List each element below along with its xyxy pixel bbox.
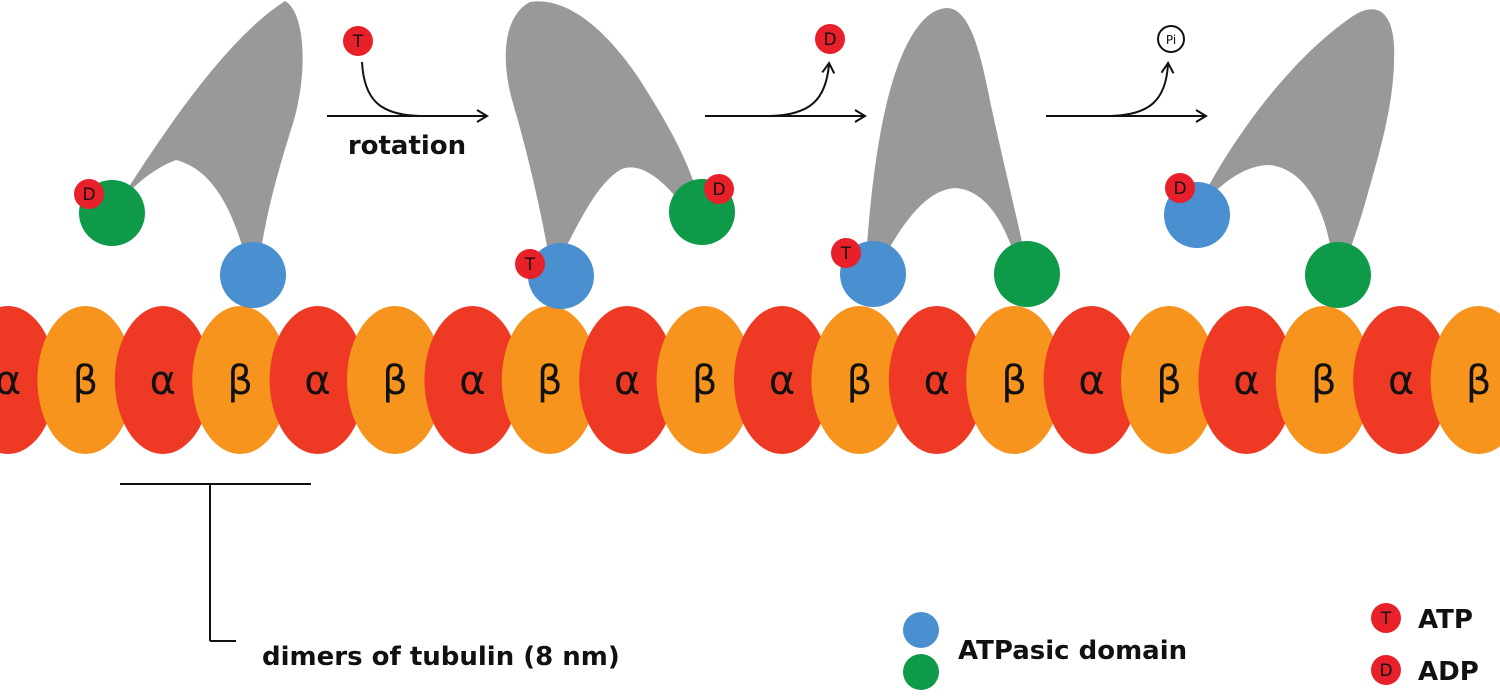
- beta-label: β: [847, 358, 873, 404]
- legend-domain-label: ATPasic domain: [958, 636, 1187, 666]
- beta-tubulin: β: [966, 306, 1063, 454]
- alpha-label: α: [1078, 358, 1104, 404]
- alpha-tubulin: α: [1043, 306, 1140, 454]
- alpha-tubulin: α: [114, 306, 211, 454]
- beta-tubulin: β: [811, 306, 908, 454]
- svg-text:Pi: Pi: [1166, 33, 1176, 47]
- legend-adp-badge: D: [1371, 655, 1401, 685]
- legend-green-domain: [903, 654, 939, 690]
- alpha-label: α: [459, 358, 485, 404]
- svg-text:T: T: [840, 244, 852, 264]
- dynein-body: [1195, 9, 1395, 274]
- alpha-label: α: [614, 358, 640, 404]
- adp-release-arrow: D: [705, 24, 867, 123]
- phosphate-badge: Pi: [1157, 25, 1185, 53]
- tubulin-dimer-scale-bar: dimers of tubulin (8 nm): [120, 483, 620, 672]
- alpha-label: α: [1233, 358, 1259, 404]
- svg-text:D: D: [1379, 661, 1392, 681]
- alpha-label: α: [924, 358, 950, 404]
- alpha-tubulin: α: [0, 306, 56, 454]
- beta-label: β: [1001, 358, 1027, 404]
- beta-tubulin: β: [37, 306, 134, 454]
- beta-label: β: [692, 358, 718, 404]
- alpha-label: α: [304, 358, 330, 404]
- alpha-tubulin: α: [888, 306, 985, 454]
- beta-label: β: [1156, 358, 1182, 404]
- svg-text:D: D: [82, 185, 95, 205]
- motor-stage-4: D: [1164, 9, 1395, 308]
- atp-badge: T: [515, 249, 545, 279]
- beta-label: β: [73, 358, 99, 404]
- alpha-tubulin: α: [734, 306, 830, 454]
- blue-domain: [220, 242, 286, 308]
- alpha-tubulin: α: [1353, 306, 1450, 454]
- beta-tubulin: β: [656, 306, 753, 454]
- beta-tubulin: β: [1275, 306, 1372, 454]
- green-domain: [994, 241, 1060, 307]
- beta-tubulin: β: [347, 306, 443, 454]
- green-domain: [1305, 242, 1371, 308]
- motor-stage-2: T D: [505, 1, 735, 309]
- atp-binding-arrow: T rotation: [327, 26, 489, 161]
- adp-badge: D: [704, 174, 734, 204]
- atp-badge: T: [343, 26, 373, 56]
- beta-label: β: [227, 358, 253, 404]
- beta-tubulin: β: [501, 306, 598, 454]
- beta-label: β: [382, 358, 408, 404]
- beta-label: β: [1466, 358, 1492, 404]
- adp-badge: D: [815, 24, 845, 54]
- phosphate-release-arrow: Pi: [1046, 25, 1208, 123]
- beta-label: β: [1311, 358, 1337, 404]
- adp-badge: D: [1165, 173, 1195, 203]
- legend-adp-label: ADP: [1418, 657, 1479, 687]
- rotation-label: rotation: [348, 131, 466, 161]
- legend-blue-domain: [903, 612, 939, 648]
- svg-text:D: D: [1173, 179, 1186, 199]
- blue-domain: [528, 243, 594, 309]
- beta-tubulin: β: [1430, 306, 1500, 454]
- beta-tubulin: β: [1121, 306, 1217, 454]
- alpha-tubulin: α: [269, 306, 366, 454]
- alpha-tubulin: α: [1198, 306, 1295, 454]
- beta-tubulin: β: [192, 306, 289, 454]
- motor-stage-3: T: [831, 8, 1060, 307]
- svg-text:T: T: [524, 255, 536, 275]
- svg-text:T: T: [352, 32, 364, 52]
- atp-badge: T: [831, 238, 861, 268]
- dynein-body: [865, 8, 1028, 275]
- svg-text:D: D: [712, 180, 725, 200]
- adp-badge: D: [74, 179, 104, 209]
- alpha-tubulin: α: [424, 306, 521, 454]
- dynein-body: [505, 1, 702, 276]
- alpha-label: α: [0, 358, 21, 404]
- alpha-label: α: [769, 358, 795, 404]
- alpha-label: α: [1388, 358, 1414, 404]
- alpha-label: α: [150, 358, 176, 404]
- beta-label: β: [537, 358, 563, 404]
- legend-atp-label: ATP: [1418, 605, 1473, 635]
- legend-atp-badge: T: [1371, 603, 1401, 633]
- scale-bar-label: dimers of tubulin (8 nm): [262, 642, 620, 672]
- svg-text:T: T: [1380, 609, 1392, 629]
- dynein-body: [112, 1, 303, 275]
- legend: ATPasic domain T ATP D ADP: [903, 603, 1479, 690]
- alpha-tubulin: α: [579, 306, 676, 454]
- motor-stage-1: D: [74, 1, 303, 308]
- svg-text:D: D: [823, 30, 836, 50]
